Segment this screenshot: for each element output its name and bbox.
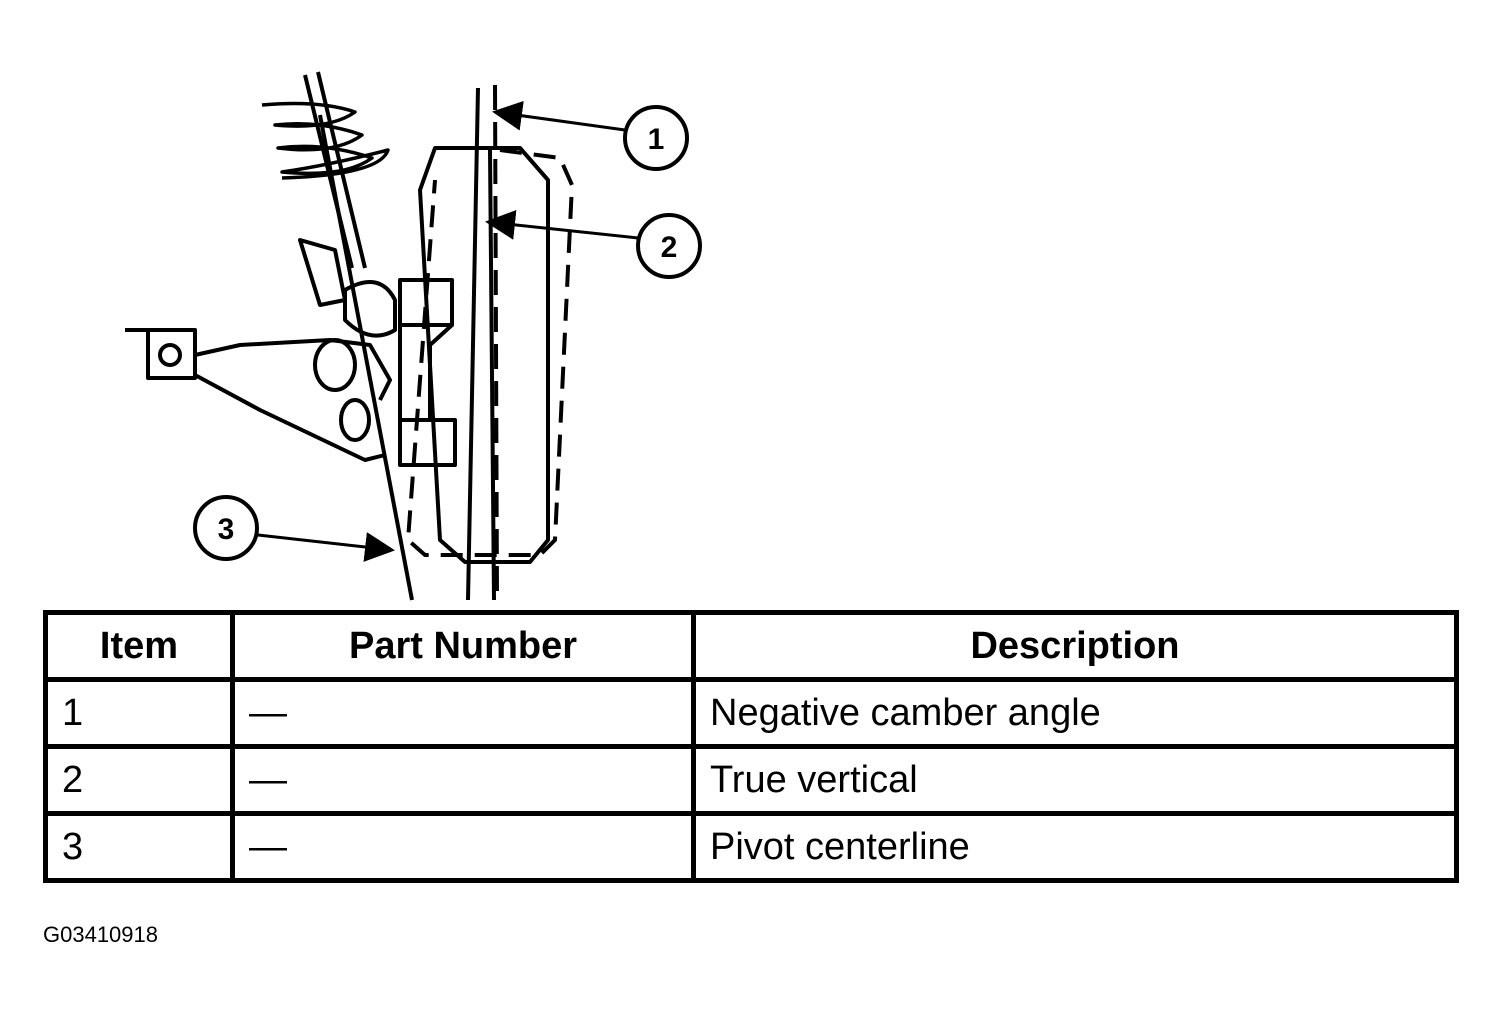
callout-2-label: 2 [661,231,678,264]
lower-control-arm [125,328,392,462]
callout-1-label: 1 [648,123,665,156]
header-part-number: Part Number [230,610,696,682]
true-vertical-line [466,87,480,601]
leader-line-1 [492,100,626,132]
callout-2: 2 [636,213,702,279]
suspension-drawing [125,71,574,601]
coil-spring [261,101,390,180]
parts-table: Item Part Number Description 1 — Negativ… [43,610,1459,883]
leader-line-2 [485,209,639,240]
pivot-centerline [318,114,414,601]
leader-line-3 [257,532,395,562]
callout-1: 1 [623,105,689,171]
camber-diagram: 1 2 3 [125,71,702,601]
table-row: 2 — True vertical [43,744,1459,816]
cell-part-number: — [230,677,696,749]
cell-part-number: — [230,811,696,883]
cell-part-number: — [230,744,696,816]
tire-outline-dashed [406,148,574,557]
header-description: Description [691,610,1459,682]
callout-3: 3 [193,495,259,561]
cell-description: Negative camber angle [691,677,1459,749]
cell-description: True vertical [691,744,1459,816]
header-item: Item [43,610,235,682]
camber-line [488,149,496,601]
table-row: 3 — Pivot centerline [43,811,1459,883]
cell-description: Pivot centerline [691,811,1459,883]
table-row: 1 — Negative camber angle [43,677,1459,749]
vertical-dashed-line [493,84,499,601]
table-header-row: Item Part Number Description [43,610,1459,682]
leader-lines [257,100,639,562]
callout-3-label: 3 [218,513,235,546]
cell-item: 3 [43,811,235,883]
cell-item: 2 [43,744,235,816]
figure-id: G03410918 [43,922,158,947]
cell-item: 1 [43,677,235,749]
tire-outline [418,146,550,564]
